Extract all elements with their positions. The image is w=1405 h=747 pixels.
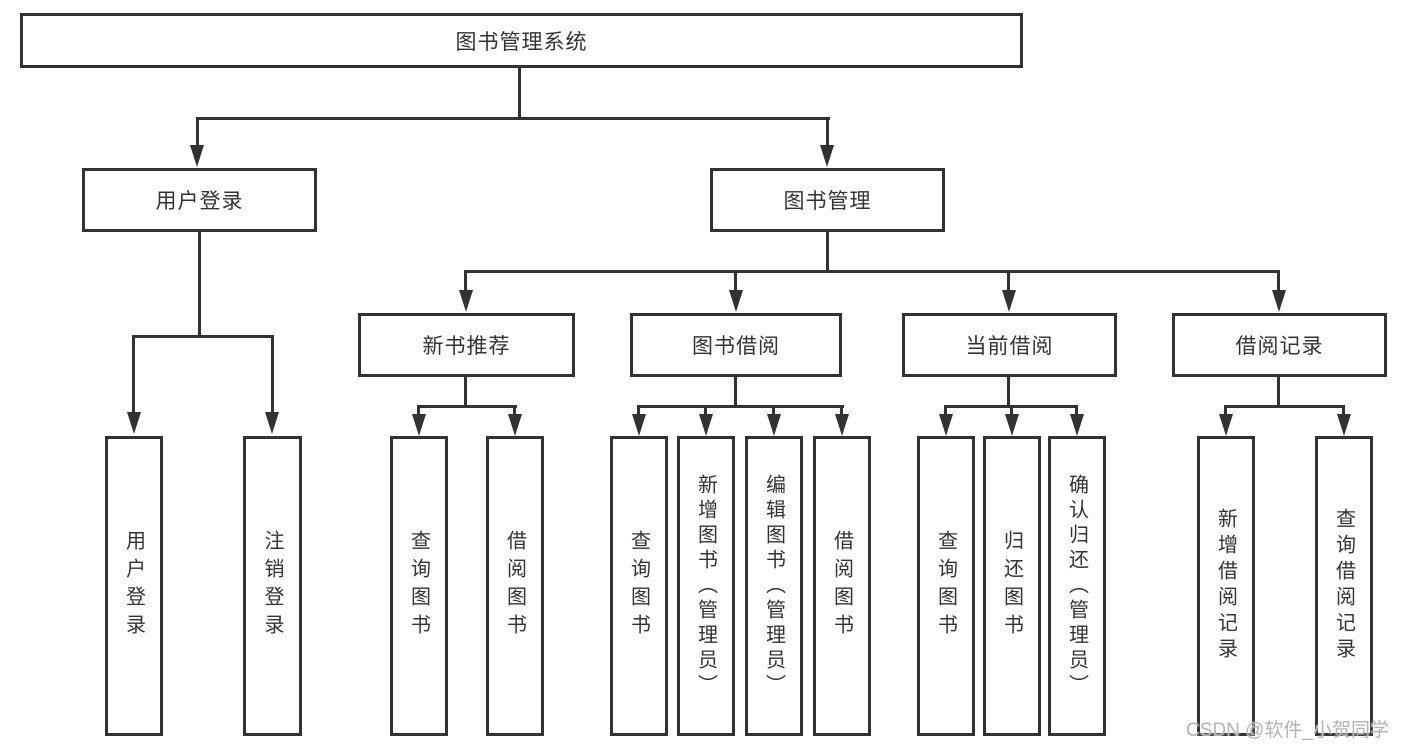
arrowhead-rec-leaf1 bbox=[412, 414, 426, 436]
connector-drop-login-leaf2 bbox=[271, 335, 274, 412]
leaf-current-query-book-label: 查询图书 bbox=[934, 530, 957, 642]
node-book-borrow: 图书借阅 bbox=[630, 313, 842, 377]
connector-drop-cur-leaf1 bbox=[944, 405, 947, 414]
connector-borrow-stem bbox=[734, 377, 737, 405]
node-borrow-label: 图书借阅 bbox=[692, 335, 780, 358]
leaf-return-book: 归还图书 bbox=[983, 436, 1041, 736]
arrowhead-bor-leaf3 bbox=[767, 414, 781, 436]
leaf-borrow-book-label: 借阅图书 bbox=[830, 530, 853, 642]
leaf-recommend-borrow-book-label: 借阅图书 bbox=[503, 530, 526, 642]
leaf-recommend-query-book-label: 查询图书 bbox=[407, 530, 430, 642]
node-current-borrow: 当前借阅 bbox=[902, 313, 1117, 377]
arrowhead-cur-leaf3 bbox=[1070, 414, 1084, 436]
connector-drop-records bbox=[1277, 270, 1280, 290]
leaf-user-login: 用户登录 bbox=[105, 436, 163, 736]
arrowhead-rcd-leaf1 bbox=[1219, 414, 1233, 436]
node-recommend-label: 新书推荐 bbox=[422, 335, 511, 358]
leaf-borrow-query-book: 查询图书 bbox=[610, 436, 668, 736]
connector-drop-rcd-leaf1 bbox=[1224, 405, 1227, 414]
connector-drop-rec-leaf2 bbox=[513, 405, 516, 414]
arrowhead-current bbox=[1002, 290, 1016, 312]
node-current-label: 当前借阅 bbox=[965, 335, 1054, 358]
connector-drop-borrow bbox=[734, 270, 737, 290]
node-user-login: 用户登录 bbox=[82, 168, 317, 232]
connector-drop-rcd-leaf2 bbox=[1342, 405, 1345, 414]
leaf-return-book-label: 归还图书 bbox=[1000, 530, 1023, 642]
connector-records-stem bbox=[1277, 377, 1280, 405]
node-records-label: 借阅记录 bbox=[1235, 335, 1324, 358]
connector-drop-bor-leaf3 bbox=[772, 405, 775, 414]
arrowhead-management bbox=[820, 145, 834, 167]
leaf-logout: 注销登录 bbox=[243, 436, 302, 736]
connector-login-branch bbox=[132, 335, 274, 338]
leaf-current-query-book: 查询图书 bbox=[917, 436, 975, 736]
leaf-user-login-label: 用户登录 bbox=[122, 530, 145, 642]
connector-drop-recommend bbox=[464, 270, 467, 290]
connector-drop-bor-leaf2 bbox=[704, 405, 707, 414]
arrowhead-rec-leaf2 bbox=[508, 414, 522, 436]
arrowhead-bor-leaf2 bbox=[699, 414, 713, 436]
leaf-query-borrow-record-label: 查询借阅记录 bbox=[1332, 508, 1355, 664]
node-borrow-records: 借阅记录 bbox=[1172, 313, 1387, 377]
leaf-add-borrow-record-label: 新增借阅记录 bbox=[1214, 508, 1237, 664]
arrowhead-rcd-leaf2 bbox=[1337, 414, 1351, 436]
node-book-management: 图书管理 bbox=[710, 168, 945, 232]
leaf-recommend-borrow-book: 借阅图书 bbox=[486, 436, 544, 736]
node-user-login-label: 用户登录 bbox=[155, 190, 244, 213]
connector-current-stem bbox=[1007, 377, 1010, 405]
leaf-query-borrow-record: 查询借阅记录 bbox=[1315, 436, 1373, 736]
connector-drop-bor-leaf4 bbox=[840, 405, 843, 414]
arrowhead-login-leaf1 bbox=[127, 412, 141, 434]
connector-drop-current bbox=[1007, 270, 1010, 290]
connector-records-branch bbox=[1224, 405, 1345, 408]
node-new-book-recommend: 新书推荐 bbox=[358, 313, 575, 377]
arrowhead-login-leaf2 bbox=[265, 412, 279, 434]
connector-borrow-branch bbox=[637, 405, 844, 408]
arrowhead-login bbox=[190, 145, 204, 167]
leaf-add-borrow-record: 新增借阅记录 bbox=[1197, 436, 1255, 736]
connector-drop-management bbox=[826, 117, 829, 145]
connector-drop-cur-leaf2 bbox=[1010, 405, 1013, 414]
leaf-add-book-admin-label: 新增图书（管理员） bbox=[694, 473, 717, 699]
leaf-borrow-query-book-label: 查询图书 bbox=[627, 530, 650, 642]
connector-drop-bor-leaf1 bbox=[637, 405, 640, 414]
leaf-recommend-query-book: 查询图书 bbox=[390, 436, 448, 736]
node-root-label: 图书管理系统 bbox=[455, 30, 588, 54]
connector-drop-login-leaf1 bbox=[132, 335, 135, 412]
csdn-watermark: CSDN @软件_小贺同学 bbox=[1186, 720, 1389, 741]
connector-management-stem bbox=[826, 232, 829, 272]
connector-drop-cur-leaf3 bbox=[1075, 405, 1078, 414]
arrowhead-recommend bbox=[459, 290, 473, 312]
arrowhead-cur-leaf2 bbox=[1005, 414, 1019, 436]
connector-management-branch bbox=[464, 270, 1280, 273]
connector-root-branch bbox=[196, 117, 830, 120]
connector-login-stem bbox=[198, 232, 201, 335]
arrowhead-borrow bbox=[729, 290, 743, 312]
connector-recommend-stem bbox=[464, 377, 467, 405]
node-book-management-label: 图书管理 bbox=[783, 190, 872, 213]
leaf-logout-label: 注销登录 bbox=[261, 530, 283, 642]
leaf-confirm-return-admin-label: 确认归还（管理员） bbox=[1065, 473, 1088, 699]
arrowhead-records bbox=[1272, 290, 1286, 312]
connector-drop-login bbox=[196, 117, 199, 145]
arrowhead-cur-leaf1 bbox=[939, 414, 953, 436]
leaf-add-book-admin: 新增图书（管理员） bbox=[677, 436, 735, 736]
connector-root-stem bbox=[518, 68, 521, 118]
arrowhead-bor-leaf1 bbox=[632, 414, 646, 436]
leaf-edit-book-admin: 编辑图书（管理员） bbox=[745, 436, 803, 736]
connector-recommend-branch bbox=[417, 405, 517, 408]
leaf-edit-book-admin-label: 编辑图书（管理员） bbox=[762, 473, 785, 699]
arrowhead-bor-leaf4 bbox=[835, 414, 849, 436]
node-root-system: 图书管理系统 bbox=[20, 13, 1023, 68]
leaf-borrow-book: 借阅图书 bbox=[813, 436, 871, 736]
connector-drop-rec-leaf1 bbox=[417, 405, 420, 414]
leaf-confirm-return-admin: 确认归还（管理员） bbox=[1048, 436, 1106, 736]
